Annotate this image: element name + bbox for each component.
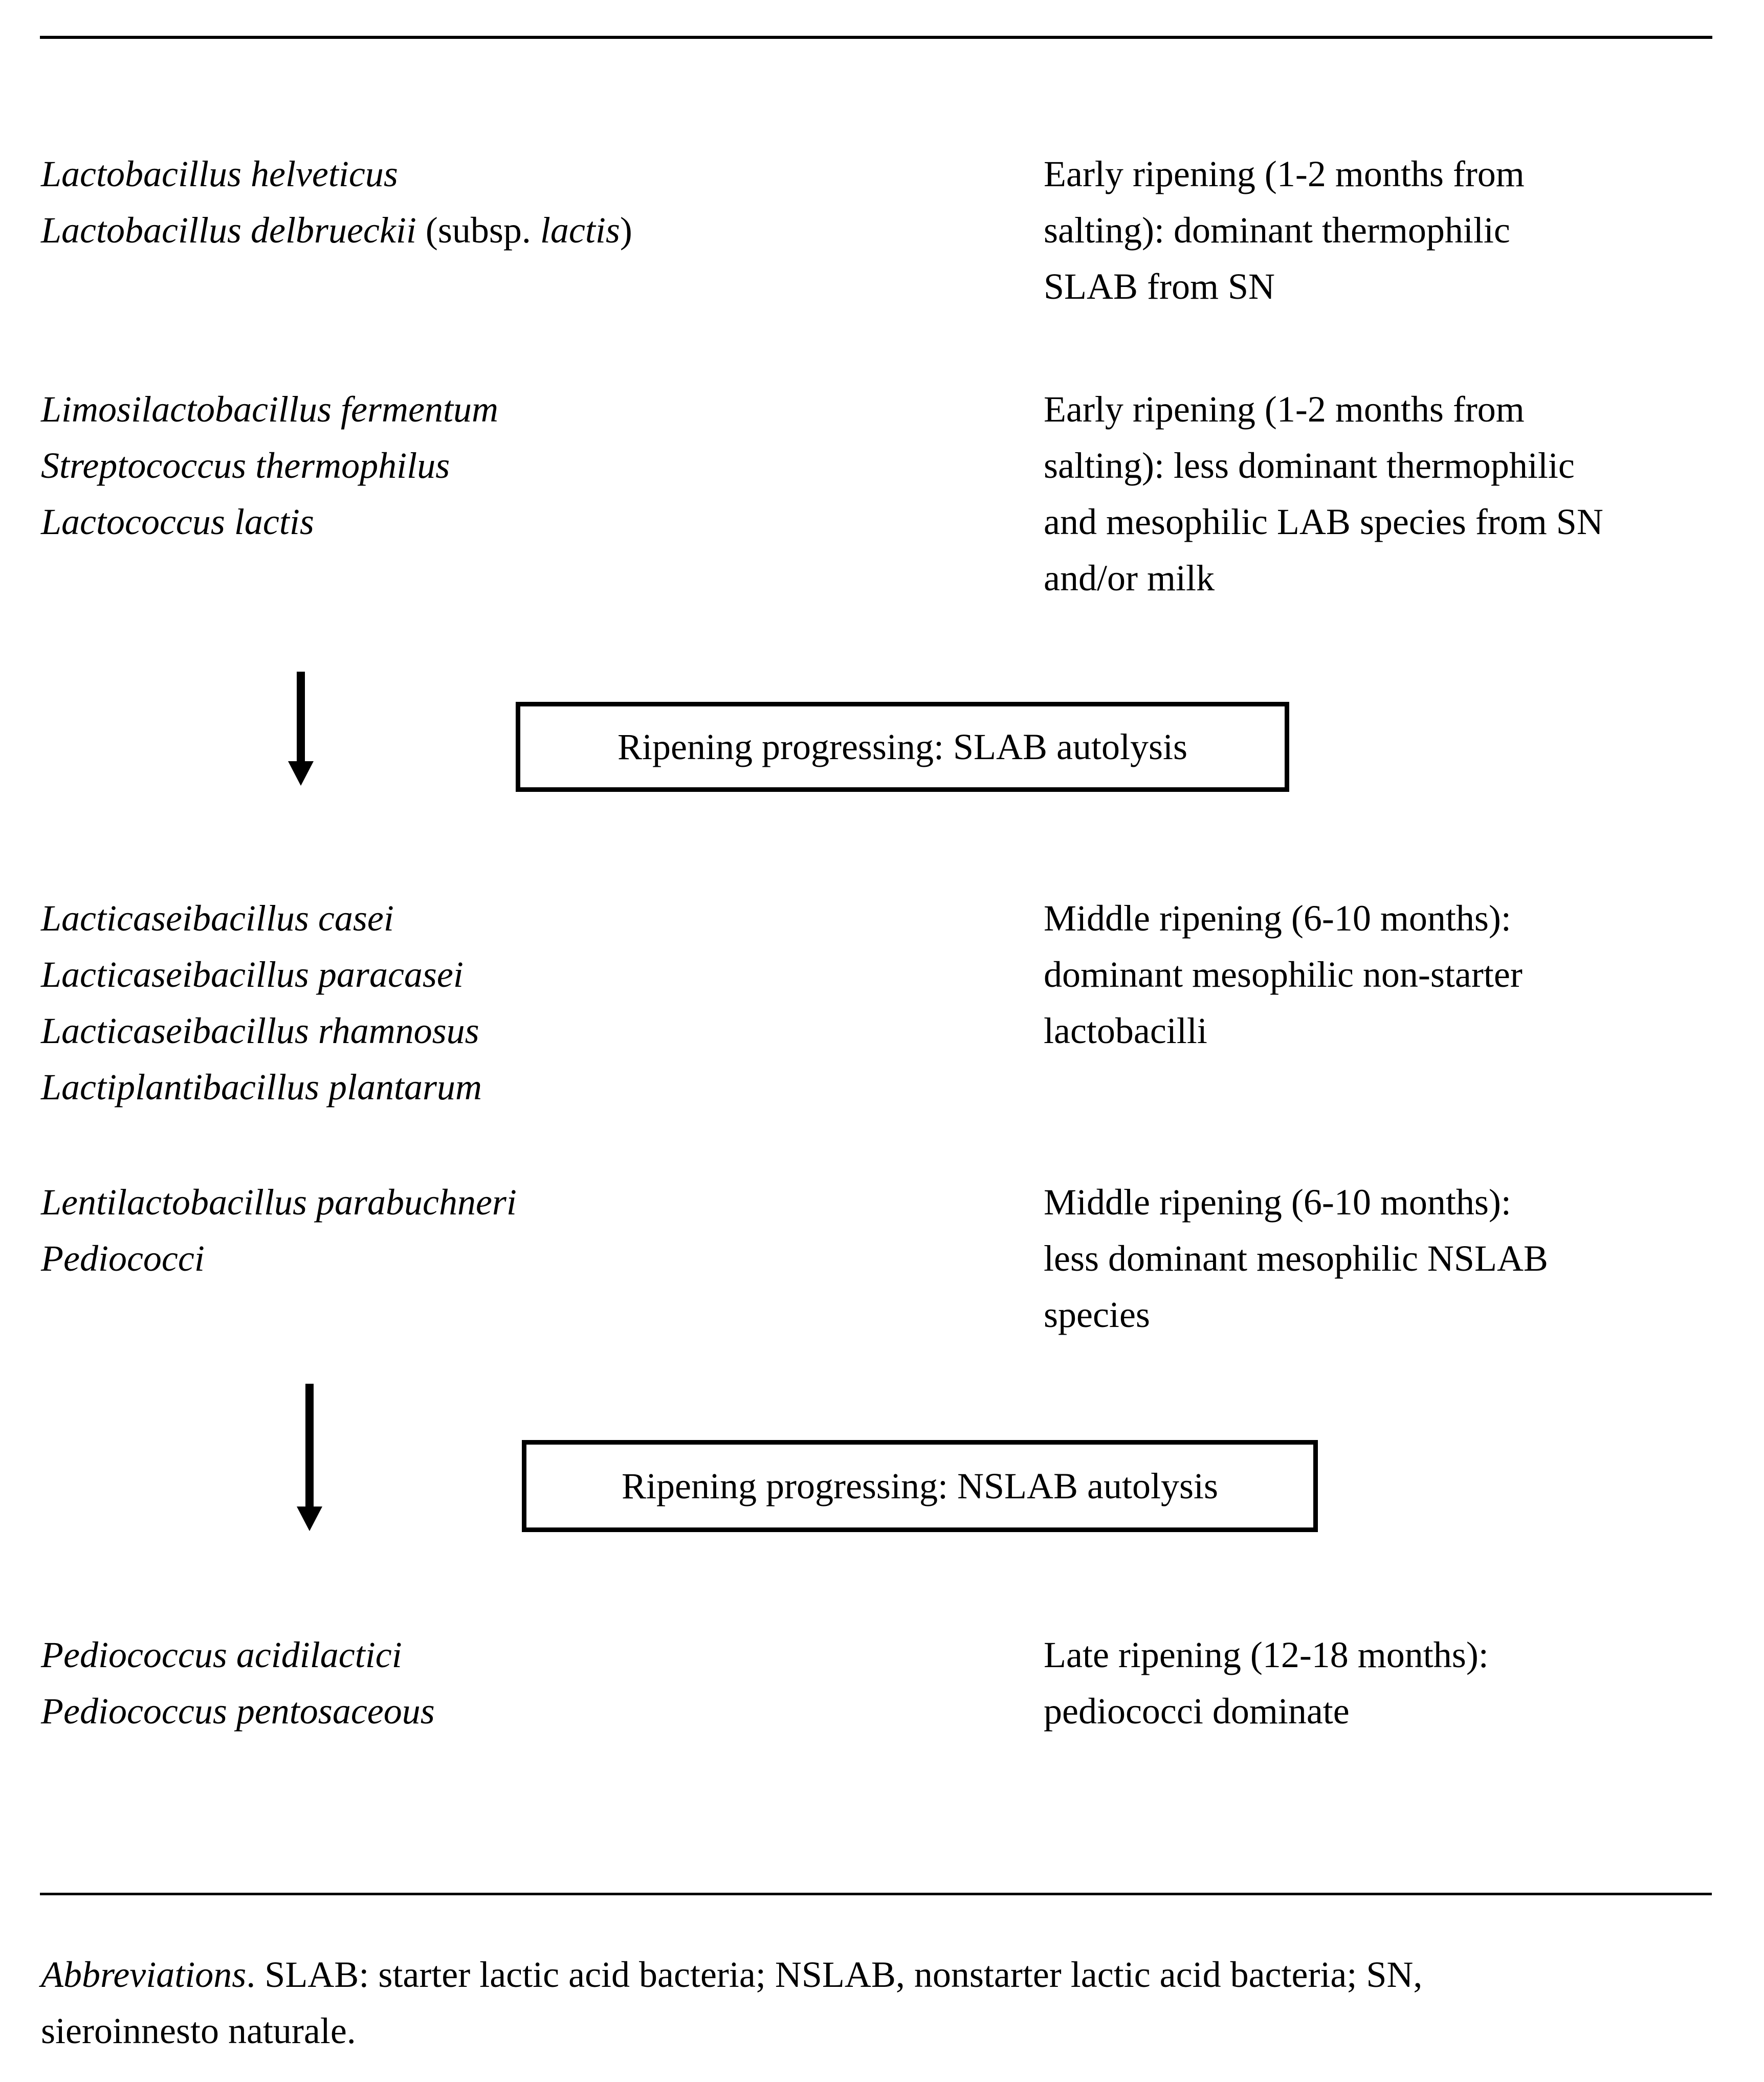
ripening-box-slab: Ripening progressing: SLAB autolysis — [516, 702, 1289, 792]
down-arrow-icon — [297, 672, 305, 761]
stage-text-1: Early ripening (1-2 months from salting)… — [1044, 153, 1525, 307]
stage-text-2: Early ripening (1-2 months from salting)… — [1044, 389, 1603, 599]
bottom-rule — [40, 1893, 1712, 1895]
ripening-box-nslab-label: Ripening progressing: NSLAB autolysis — [622, 1466, 1218, 1507]
stage-text-3: Middle ripening (6-10 months): dominant … — [1044, 898, 1523, 1051]
stage-text-4: Middle ripening (6-10 months): less domi… — [1044, 1182, 1548, 1335]
ripening-box-nslab: Ripening progressing: NSLAB autolysis — [522, 1440, 1318, 1532]
down-arrow-head-icon — [297, 1507, 322, 1531]
stage-text-5: Late ripening (12-18 months): pediococci… — [1044, 1634, 1489, 1732]
ripening-box-slab-label: Ripening progressing: SLAB autolysis — [618, 726, 1187, 767]
top-rule — [40, 36, 1712, 39]
down-arrow-head-icon — [288, 761, 314, 786]
abbreviations-footnote: Abbreviations. SLAB: starter lactic acid… — [41, 1954, 1423, 2051]
down-arrow-icon — [305, 1384, 314, 1507]
